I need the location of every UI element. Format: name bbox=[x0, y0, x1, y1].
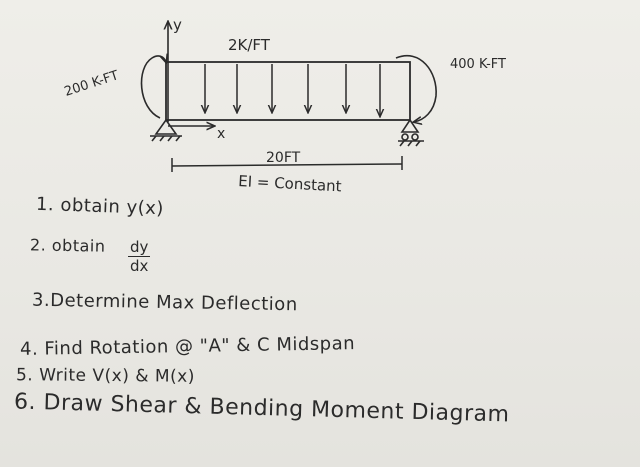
stiffness-label: EI = Constant bbox=[238, 172, 342, 195]
step-1: 1. obtain y(x) bbox=[35, 193, 165, 220]
step-5: 5. Write V(x) & M(x) bbox=[15, 365, 196, 387]
fraction-denominator: dx bbox=[130, 257, 149, 275]
y-axis: y bbox=[168, 16, 182, 122]
step-2: 2. obtain bbox=[29, 235, 106, 256]
left-moment-arrow bbox=[140, 56, 166, 119]
span-dimension bbox=[171, 156, 403, 172]
roller-support-right bbox=[398, 118, 424, 147]
x-axis-label: x bbox=[217, 126, 225, 142]
right-moment-arrow bbox=[395, 55, 437, 122]
beam bbox=[165, 61, 411, 121]
x-axis: x bbox=[168, 126, 225, 142]
right-moment-label: 400 K-FT bbox=[450, 57, 506, 72]
distributed-load-label: 2K/FT bbox=[228, 36, 271, 54]
left-moment-label: 200 K-FT bbox=[63, 68, 121, 100]
derivative-fraction: dy dx bbox=[128, 238, 151, 275]
span-label: 20FT bbox=[266, 150, 301, 166]
fraction-numerator: dy bbox=[128, 238, 151, 257]
y-axis-label: y bbox=[173, 16, 182, 34]
distributed-load-arrows bbox=[205, 64, 380, 116]
pin-support-left bbox=[150, 118, 182, 142]
